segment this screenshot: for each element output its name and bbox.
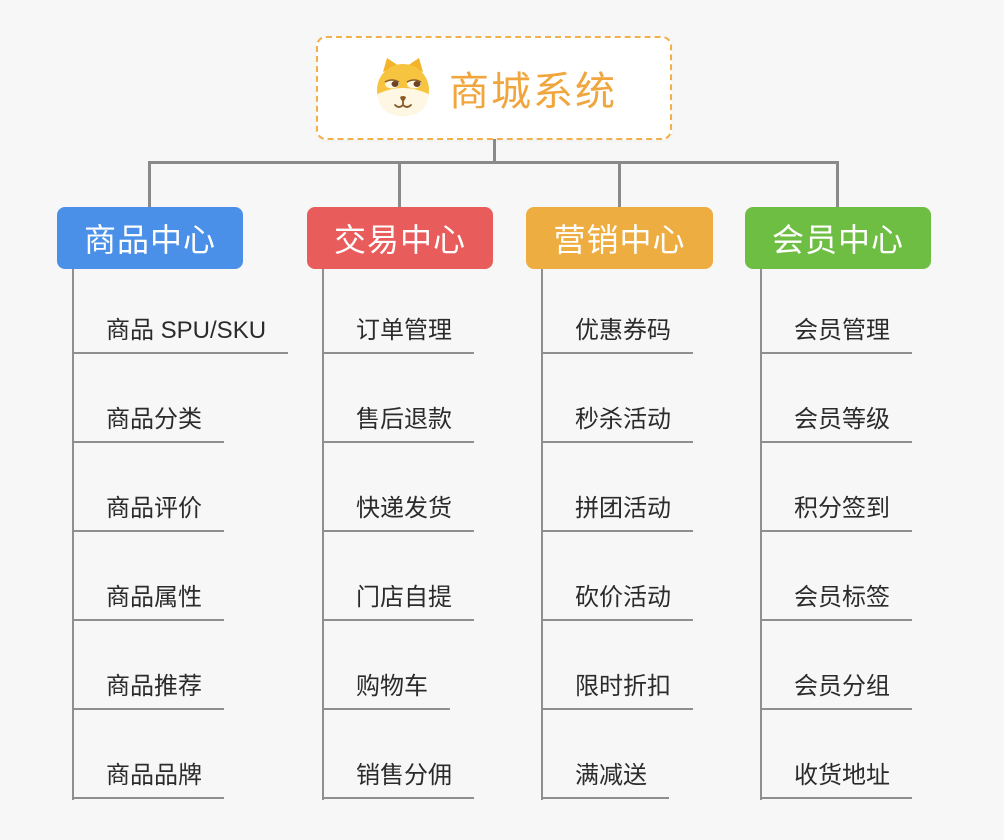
- leaf-topic[interactable]: 会员管理: [760, 316, 912, 354]
- leaf-topic[interactable]: 优惠券码: [541, 316, 693, 354]
- root-title: 商城系统: [449, 70, 617, 114]
- shiba-dog-icon: [377, 58, 429, 116]
- root-topic[interactable]: 商城系统: [316, 36, 672, 140]
- connector-root-stub: [493, 139, 496, 163]
- leaf-topic[interactable]: 拼团活动: [541, 494, 693, 532]
- connector-stub-marketing: [618, 161, 621, 207]
- connector-stub-trade: [398, 161, 401, 207]
- leaf-topic[interactable]: 限时折扣: [541, 672, 693, 710]
- leaf-topic[interactable]: 商品推荐: [72, 672, 224, 710]
- trunk-trade: [322, 269, 324, 800]
- branch-label: 会员中心: [771, 222, 904, 258]
- branch-label: 营销中心: [553, 222, 686, 258]
- leaf-topic[interactable]: 订单管理: [322, 316, 474, 354]
- branch-label: 商品中心: [83, 222, 216, 258]
- leaf-topic[interactable]: 商品评价: [72, 494, 224, 532]
- connector-stub-product: [148, 161, 151, 207]
- leaf-topic[interactable]: 商品品牌: [72, 761, 224, 799]
- branch-member-center[interactable]: 会员中心: [745, 207, 931, 269]
- leaf-topic[interactable]: 购物车: [322, 672, 450, 710]
- branch-product-center[interactable]: 商品中心: [57, 207, 243, 269]
- leaf-topic[interactable]: 会员标签: [760, 583, 912, 621]
- leaf-topic[interactable]: 销售分佣: [322, 761, 474, 799]
- branch-trade-center[interactable]: 交易中心: [307, 207, 493, 269]
- leaf-topic[interactable]: 秒杀活动: [541, 405, 693, 443]
- leaf-topic[interactable]: 积分签到: [760, 494, 912, 532]
- leaf-topic[interactable]: 满减送: [541, 761, 669, 799]
- leaf-topic[interactable]: 快递发货: [322, 494, 474, 532]
- connector-stub-member: [836, 161, 839, 207]
- trunk-member: [760, 269, 762, 800]
- trunk-product: [72, 269, 74, 800]
- leaf-topic[interactable]: 收货地址: [760, 761, 912, 799]
- branch-marketing-center[interactable]: 营销中心: [526, 207, 713, 269]
- trunk-marketing: [541, 269, 543, 800]
- leaf-topic[interactable]: 门店自提: [322, 583, 474, 621]
- leaf-topic[interactable]: 会员等级: [760, 405, 912, 443]
- leaf-topic[interactable]: 商品 SPU/SKU: [72, 316, 289, 354]
- leaf-topic[interactable]: 商品属性: [72, 583, 224, 621]
- leaf-topic[interactable]: 售后退款: [322, 405, 474, 443]
- branch-label: 交易中心: [333, 222, 466, 258]
- leaf-topic[interactable]: 会员分组: [760, 672, 912, 710]
- leaf-topic[interactable]: 砍价活动: [541, 583, 693, 621]
- leaf-topic[interactable]: 商品分类: [72, 405, 224, 443]
- connector-horizontal: [148, 161, 839, 164]
